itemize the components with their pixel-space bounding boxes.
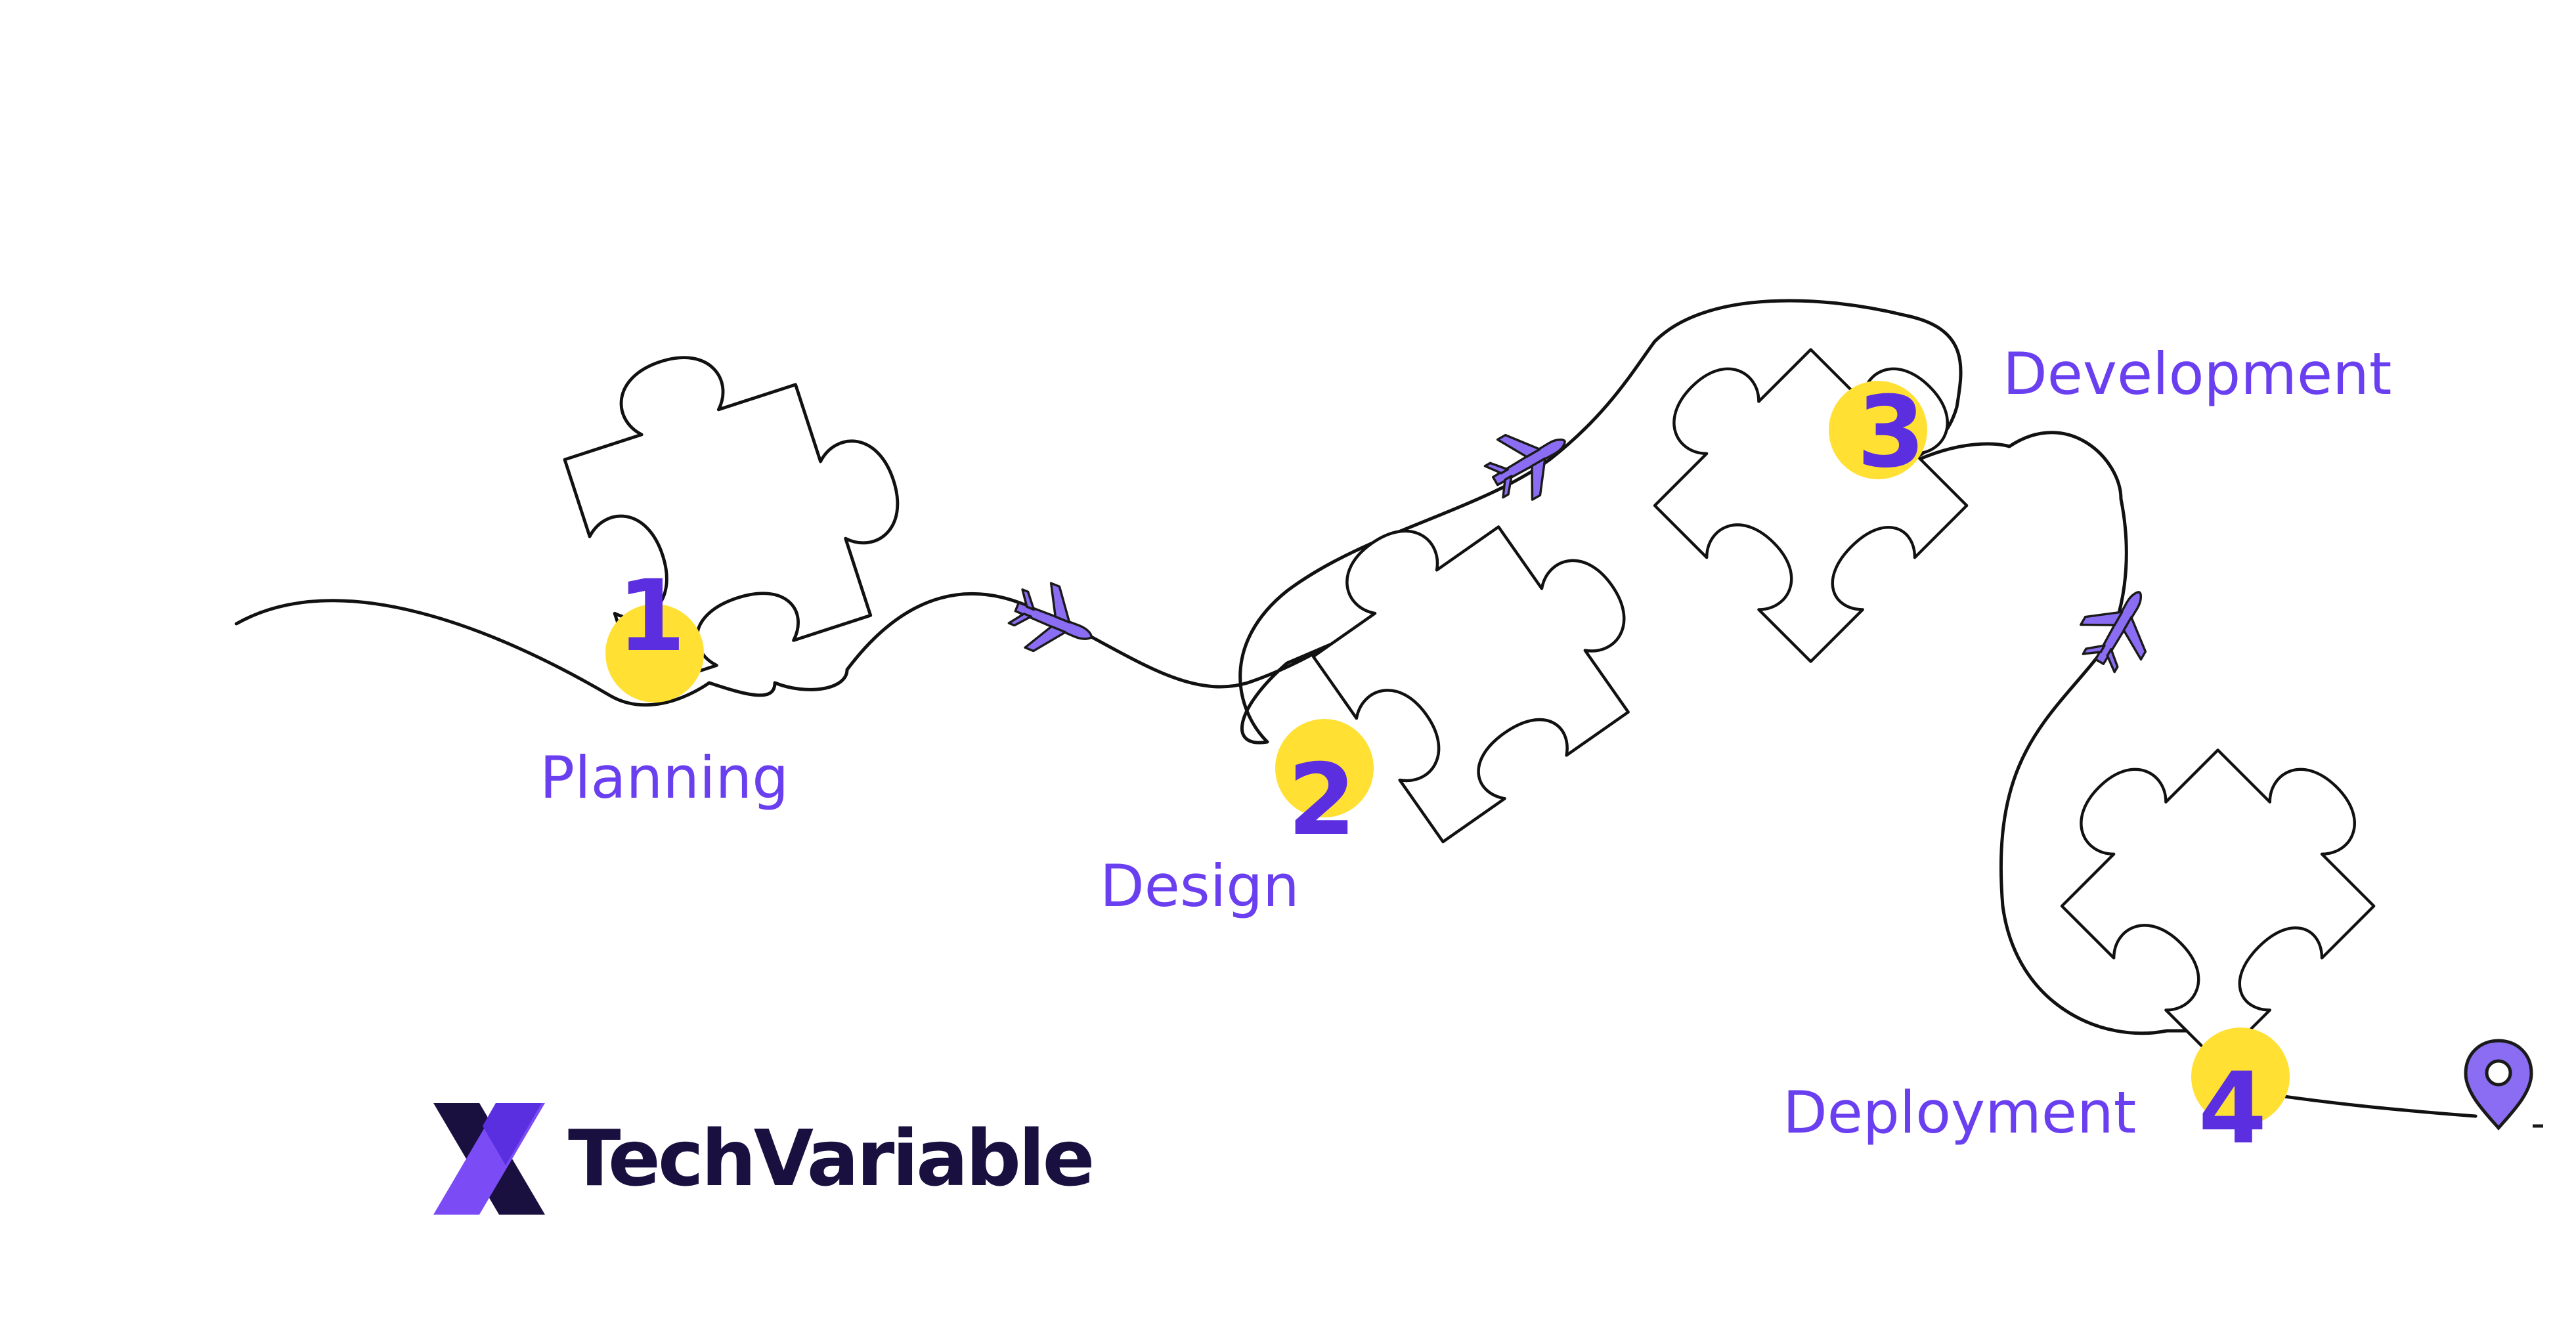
airplane-icon	[1475, 410, 1583, 513]
brand-name: TechVariable	[568, 1113, 1093, 1203]
location-pin-icon	[2464, 1039, 2543, 1131]
step-number: 4	[2198, 1052, 2267, 1166]
step-label-development: Development	[2003, 340, 2391, 408]
step-highlight	[2191, 1028, 2290, 1126]
route-line	[234, 299, 2478, 1118]
techvariable-logo-icon	[433, 1103, 545, 1215]
puzzle-piece-icon	[2021, 668, 2415, 1062]
step-highlight	[605, 604, 704, 703]
airplane-icon	[2067, 574, 2171, 682]
step-highlight	[1275, 719, 1374, 817]
step-number: 2	[1288, 743, 1356, 857]
airplane-icon	[1001, 573, 1106, 670]
step-number: 3	[1857, 376, 1925, 490]
step-label-deployment: Deployment	[1783, 1079, 2136, 1146]
step-label-design: Design	[1100, 852, 1299, 920]
step-label-planning: Planning	[540, 744, 789, 812]
step-number: 1	[617, 559, 686, 674]
puzzle-piece-icon	[545, 305, 931, 691]
step-highlight	[1829, 381, 1927, 479]
